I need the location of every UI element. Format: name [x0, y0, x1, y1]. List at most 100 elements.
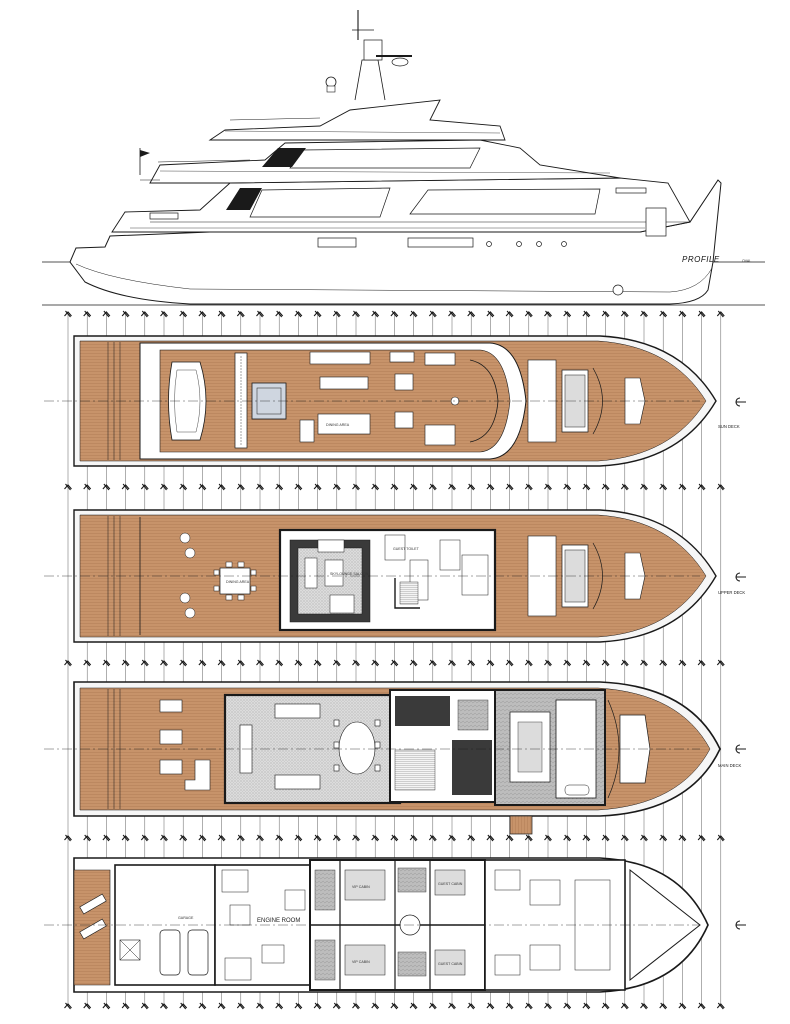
frame-marker-icon: [505, 834, 514, 842]
frame-marker-icon: [83, 483, 92, 491]
frame-marker-icon: [563, 1002, 572, 1010]
frame-marker-icon: [582, 659, 591, 667]
frame-marker-icon: [121, 834, 130, 842]
frame-marker-icon: [217, 659, 226, 667]
frame-marker-icon: [716, 1002, 725, 1010]
frame-marker-icon: [640, 659, 648, 667]
frame-marker-icon: [294, 659, 303, 667]
crane-icon: [234, 352, 248, 449]
frame-marker-icon: [102, 659, 111, 667]
frame-marker-icon: [486, 834, 495, 842]
frame-marker-icon: [678, 1002, 687, 1010]
dark-windshield: [226, 148, 306, 210]
frame-marker-icon: [601, 483, 610, 491]
frame-marker-icon: [678, 659, 687, 667]
frame-marker-icon: [390, 310, 399, 318]
frame-marker-icon: [582, 1002, 591, 1010]
sun-deck-dining-label: DINING AREA: [326, 423, 350, 427]
frame-marker-icon: [198, 483, 207, 491]
upper-deck-name: UPPER DECK: [718, 590, 745, 595]
frame-marker-icon: [486, 310, 495, 318]
frame-marker-icon: [275, 834, 284, 842]
frame-marker-icon: [275, 659, 284, 667]
frame-marker-icon: [467, 834, 476, 842]
frame-marker-icon: [121, 310, 130, 318]
frame-marker-icon: [294, 1002, 303, 1010]
frame-marker-icon: [160, 659, 168, 667]
frame-marker-icon: [428, 834, 437, 842]
frame-marker-icon: [313, 834, 322, 842]
profile-rails: [140, 117, 321, 181]
lower-deck-plan: GARAGE ENGINE ROOM VIP CAB: [44, 857, 709, 993]
frame-marker-icon: [332, 1002, 341, 1010]
frame-marker-icon: [524, 310, 533, 318]
satcom-icon: [391, 57, 409, 67]
frame-marker-icon: [83, 1002, 92, 1010]
frame-marker-icon: [160, 310, 168, 318]
section-arrow-icon: [735, 397, 746, 407]
engine-room-label: ENGINE ROOM: [257, 918, 300, 924]
radome-icon: [325, 76, 337, 88]
frame-marker-icon: [217, 1002, 226, 1010]
frame-marker-icon: [198, 659, 207, 667]
guest-cabin-label-2: GUEST CABIN: [438, 962, 463, 966]
frame-marker-icon: [409, 834, 418, 842]
section-arrow-icon: [735, 744, 746, 754]
upper-deck-toilet-label: GUEST TOILET: [393, 547, 420, 551]
frame-marker-icon: [256, 483, 264, 491]
frame-marker-icon: [332, 483, 341, 491]
sun-deck-plan: DINING AREA SUN DECK: [44, 335, 740, 467]
main-superstructure: [111, 177, 691, 233]
main-deck-name: MAIN DECK: [718, 763, 741, 768]
frame-marker-icon: [505, 659, 514, 667]
frame-marker-icon: [179, 659, 188, 667]
frame-marker-icon: [563, 483, 572, 491]
frame-marker-icon: [486, 483, 495, 491]
frame-marker-icon: [428, 659, 437, 667]
guest-cabin-label-1: GUEST CABIN: [438, 882, 463, 886]
frame-marker-icon: [371, 1002, 380, 1010]
frame-marker-icon: [428, 1002, 437, 1010]
frame-marker-icon: [716, 659, 725, 667]
frame-marker-icon: [601, 834, 610, 842]
frame-marker-icon: [121, 1002, 130, 1010]
frame-marker-icon: [563, 659, 572, 667]
frame-marker-icon: [236, 659, 245, 667]
frame-marker-icon: [697, 659, 706, 667]
frame-marker-icon: [275, 310, 284, 318]
helm-icon: [450, 396, 460, 406]
vip-cabin-label-1: VIP CABIN: [352, 885, 370, 889]
frame-marker-icon: [313, 483, 322, 491]
frame-marker-icon: [620, 483, 629, 491]
frame-marker-icon: [716, 483, 725, 491]
frame-marker-icon: [448, 310, 456, 318]
frame-marker-icon: [140, 1002, 149, 1010]
frame-marker-icon: [601, 310, 610, 318]
frame-marker-icon: [332, 310, 341, 318]
section-arrow-icon: [735, 920, 746, 930]
frame-marker-icon: [102, 483, 111, 491]
frame-marker-icon: [524, 834, 533, 842]
frame-marker-icon: [332, 659, 341, 667]
frame-marker-icon: [236, 834, 245, 842]
frame-marker-icon: [371, 310, 380, 318]
frame-marker-icon: [582, 310, 591, 318]
frame-marker-icon: [352, 659, 360, 667]
radar-mast: [354, 59, 386, 101]
frame-marker-icon: [102, 310, 111, 318]
frame-marker-icon: [505, 310, 514, 318]
frame-marker-icon: [83, 659, 92, 667]
frame-marker-icon: [544, 834, 552, 842]
frame-marker-icon: [121, 659, 130, 667]
frame-marker-icon: [102, 1002, 111, 1010]
frame-marker-icon: [236, 310, 245, 318]
garage-label: GARAGE: [178, 916, 194, 920]
frame-marker-icon: [121, 483, 130, 491]
frame-marker-icon: [102, 834, 111, 842]
frame-marker-icon: [697, 1002, 706, 1010]
frame-marker-icon: [275, 1002, 284, 1010]
frame-marker-icon: [64, 310, 72, 318]
frame-marker-icon: [505, 1002, 514, 1010]
frame-marker-icon: [486, 1002, 495, 1010]
